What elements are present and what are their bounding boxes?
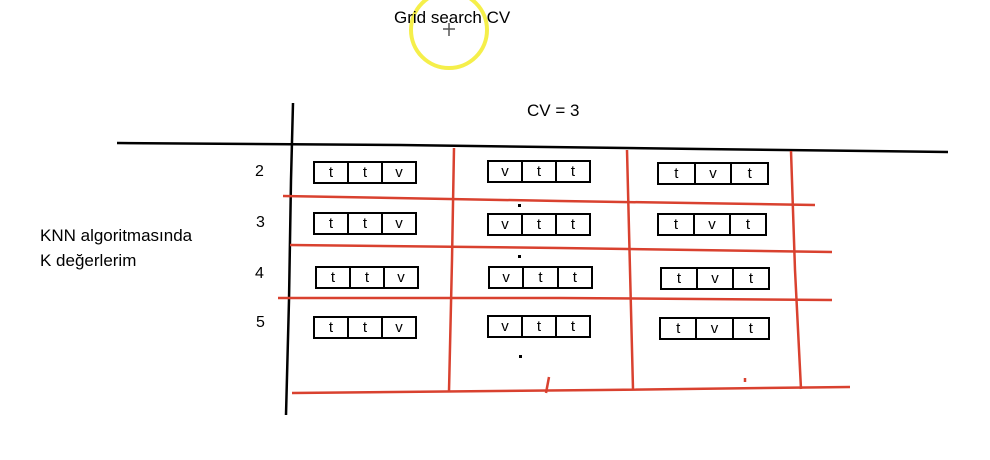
fold-cell: t bbox=[674, 165, 679, 182]
horizontal-axis bbox=[116, 141, 949, 154]
fold-cell: t bbox=[673, 216, 679, 233]
fold-cell: t bbox=[349, 268, 383, 287]
grid-red-lines bbox=[278, 147, 851, 395]
fold-cell: v bbox=[501, 318, 509, 335]
dot bbox=[519, 355, 522, 358]
fold-box: v t t bbox=[487, 213, 591, 236]
fold-cell: v bbox=[502, 269, 510, 286]
fold-cell: t bbox=[328, 319, 334, 336]
cv-label: CV = 3 bbox=[527, 101, 580, 120]
column-divider bbox=[789, 150, 803, 390]
fold-box: t t v bbox=[313, 212, 417, 235]
fold-cell: t bbox=[731, 319, 768, 338]
row-divider bbox=[282, 194, 816, 207]
fold-cell: v bbox=[381, 163, 415, 182]
fold-cell: t bbox=[328, 215, 334, 232]
fold-cell: t bbox=[729, 215, 765, 234]
fold-cell: v bbox=[693, 164, 731, 183]
column-divider bbox=[447, 147, 456, 392]
k-value-label: 5 bbox=[256, 314, 265, 331]
fold-cell: t bbox=[676, 270, 682, 287]
row-divider bbox=[278, 296, 833, 302]
fold-cell: v bbox=[383, 268, 417, 287]
fold-box: t t v bbox=[313, 316, 417, 339]
fold-cell: t bbox=[347, 318, 381, 337]
k-value-label: 2 bbox=[255, 163, 264, 180]
fold-cell: t bbox=[555, 162, 589, 181]
fold-cell: t bbox=[347, 163, 381, 182]
fold-box: t v t bbox=[659, 317, 770, 340]
row-divider bbox=[289, 243, 833, 254]
fold-box: t t v bbox=[313, 161, 417, 184]
fold-cell: t bbox=[730, 164, 767, 183]
k-value-label: 3 bbox=[256, 214, 265, 231]
fold-cell: t bbox=[521, 317, 555, 336]
fold-cell: t bbox=[328, 164, 334, 181]
fold-cell: v bbox=[501, 163, 509, 180]
fold-box: t t v bbox=[315, 266, 419, 289]
dot bbox=[518, 255, 521, 258]
ellipsis-dots bbox=[518, 204, 522, 358]
fold-cell: t bbox=[732, 269, 768, 288]
fold-cell: v bbox=[696, 269, 732, 288]
dot bbox=[518, 204, 521, 207]
fold-cell: t bbox=[555, 215, 589, 234]
side-label-line2: K değerlerim bbox=[40, 251, 137, 270]
fold-cell: t bbox=[555, 317, 589, 336]
fold-box: v t t bbox=[487, 315, 591, 338]
fold-cell: v bbox=[501, 216, 509, 233]
fold-cell: t bbox=[676, 320, 681, 337]
fold-cell: t bbox=[521, 215, 555, 234]
fold-cell: v bbox=[693, 215, 729, 234]
column-divider bbox=[625, 149, 635, 390]
cursor-icon bbox=[443, 23, 455, 36]
fold-box: t v t bbox=[657, 162, 769, 185]
diagram-title: Grid search CV bbox=[394, 8, 511, 27]
fold-cell: v bbox=[695, 319, 731, 338]
cursor-highlight bbox=[409, 0, 489, 70]
vertical-axis bbox=[284, 102, 295, 416]
side-label-line1: KNN algoritmasında bbox=[40, 226, 193, 245]
fold-cell: v bbox=[381, 214, 415, 233]
fold-cell: t bbox=[522, 268, 556, 287]
fold-box: t v t bbox=[657, 213, 767, 236]
fold-box: v t t bbox=[488, 266, 593, 289]
fold-cell: t bbox=[330, 269, 336, 286]
fold-cell: v bbox=[381, 318, 415, 337]
tick-mark bbox=[544, 376, 551, 394]
fold-box: t v t bbox=[660, 267, 770, 290]
fold-cell: t bbox=[347, 214, 381, 233]
row-divider bbox=[291, 385, 851, 395]
fold-cell: t bbox=[556, 268, 591, 287]
k-value-label: 4 bbox=[255, 265, 264, 282]
fold-cell: t bbox=[521, 162, 555, 181]
fold-box: v t t bbox=[487, 160, 591, 183]
